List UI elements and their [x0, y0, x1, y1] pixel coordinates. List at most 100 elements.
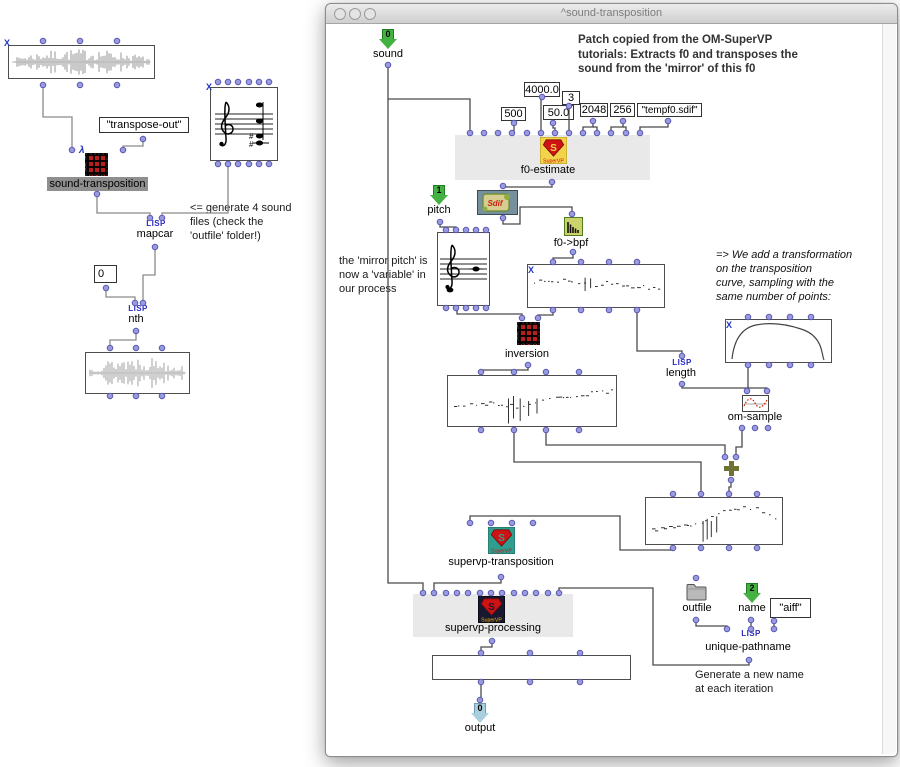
patch-cord[interactable]	[122, 141, 144, 148]
nth-box[interactable]: nth	[128, 313, 144, 325]
port-dot[interactable]	[245, 160, 253, 168]
unique-pathname-box[interactable]: unique-pathname	[705, 641, 791, 653]
bpf-curve	[454, 389, 613, 424]
result-curve-box[interactable]	[645, 497, 783, 545]
port-dot[interactable]	[224, 160, 232, 168]
name-input-arrow[interactable]: 2	[743, 583, 761, 603]
port-dot[interactable]	[255, 160, 263, 168]
value-box-2048[interactable]: 2048	[580, 103, 608, 117]
aiff-value-box[interactable]: "aiff"	[770, 598, 811, 618]
value-box-3[interactable]: 3	[562, 91, 580, 105]
svg-text:#: #	[249, 132, 254, 141]
plus-icon[interactable]	[724, 461, 739, 476]
supervp-icon[interactable]: S SuperVP	[488, 527, 515, 554]
port-dot[interactable]	[234, 78, 242, 86]
lisp-tag: LISP	[146, 219, 166, 228]
zoom-button[interactable]	[364, 8, 376, 20]
supervp-icon: S SuperVP	[540, 137, 567, 164]
port-dot[interactable]	[76, 37, 84, 45]
port-dot[interactable]	[265, 160, 273, 168]
pitch-input-label: pitch	[427, 204, 451, 216]
port-dot[interactable]	[151, 243, 159, 251]
value-box-50[interactable]: 50.0	[543, 105, 574, 120]
port-dot[interactable]	[234, 160, 242, 168]
f0-bpf-label: f0->bpf	[553, 237, 589, 249]
mirror-pitch-box[interactable]	[437, 232, 490, 306]
transformation-bpf-box[interactable]	[725, 319, 832, 363]
minimize-button[interactable]	[349, 8, 361, 20]
port-dot[interactable]	[76, 81, 84, 89]
port-dot[interactable]	[158, 344, 166, 352]
f0-bpf-curve-box[interactable]	[527, 264, 665, 308]
value-box-tempf0[interactable]: "tempf0.sdif"	[637, 103, 702, 117]
f0-bpf-icon[interactable]	[564, 217, 583, 236]
comment-generate-files: <= generate 4 sound files (check the 'ou…	[190, 202, 292, 242]
port-dot[interactable]	[68, 146, 76, 154]
port-dot[interactable]	[106, 344, 114, 352]
patch-cord[interactable]	[142, 249, 156, 301]
lisp-tag: LISP	[741, 629, 761, 638]
value-box-4000[interactable]: 4000.0	[524, 82, 560, 97]
port-dot[interactable]	[132, 327, 140, 335]
sound-box[interactable]	[8, 45, 155, 79]
sound-input-arrow[interactable]: 0	[379, 29, 397, 49]
port-dot[interactable]	[102, 284, 110, 292]
lock-x-icon[interactable]: X	[528, 265, 535, 275]
chord-box[interactable]: # #	[210, 87, 278, 161]
port-dot[interactable]	[39, 37, 47, 45]
length-box[interactable]: length	[666, 367, 696, 379]
transpose-out-value-box[interactable]: "transpose-out"	[99, 117, 189, 133]
patch-cord[interactable]	[105, 290, 136, 301]
value-box-500[interactable]: 500	[501, 107, 526, 121]
port-dot[interactable]	[245, 78, 253, 86]
port-dot[interactable]	[265, 78, 273, 86]
patch-cord[interactable]	[96, 196, 151, 216]
port-dot[interactable]	[139, 135, 147, 143]
output-arrow[interactable]: 0	[471, 703, 489, 723]
om-sample-label: om-sample	[727, 411, 783, 423]
inversion-patch-icon[interactable]	[517, 322, 540, 345]
port-dot[interactable]	[113, 37, 121, 45]
sound-box[interactable]	[85, 352, 190, 394]
f0-estimate-label: f0-estimate	[520, 164, 576, 176]
port-dot[interactable]	[39, 81, 47, 89]
lock-x-icon[interactable]: X	[726, 320, 733, 330]
svg-text:#: #	[249, 140, 254, 149]
patch-cord[interactable]	[109, 333, 137, 346]
vertical-scrollbar[interactable]	[882, 24, 896, 754]
port-dot[interactable]	[93, 190, 101, 198]
comment-transform: => We add a transformation on the transp…	[716, 249, 853, 303]
value-box-256[interactable]: 256	[610, 103, 635, 117]
svg-text:SuperVP: SuperVP	[481, 617, 502, 623]
zero-value-box[interactable]: 0	[94, 265, 117, 283]
om-sample-icon[interactable]	[742, 395, 769, 412]
window-titlebar[interactable]: ^sound-transposition	[326, 4, 897, 24]
sdif-file-icon[interactable]: Sdif	[477, 190, 518, 215]
outfile-label: outfile	[682, 602, 712, 614]
port-dot[interactable]	[224, 78, 232, 86]
arch-curve	[731, 323, 825, 361]
port-dot[interactable]	[255, 78, 263, 86]
lock-x-icon[interactable]: X	[4, 38, 11, 48]
output-sound-box[interactable]	[432, 655, 631, 680]
pitch-input-arrow[interactable]: 1	[430, 185, 448, 205]
window-title: ^sound-transposition	[560, 7, 663, 19]
port-dot[interactable]	[132, 344, 140, 352]
close-button[interactable]	[334, 8, 346, 20]
port-dot[interactable]	[214, 78, 222, 86]
lock-x-icon[interactable]: X	[206, 82, 213, 92]
port-dot[interactable]	[119, 146, 127, 154]
sound-transposition-label[interactable]: sound-transposition	[47, 177, 148, 191]
port-dot[interactable]	[113, 81, 121, 89]
inversion-label: inversion	[504, 348, 550, 360]
port-dot[interactable]	[214, 160, 222, 168]
mapcar-box[interactable]: mapcar	[136, 228, 174, 240]
waveform	[89, 358, 186, 388]
patch-cord[interactable]	[42, 87, 73, 148]
mirror-curve-box[interactable]	[447, 375, 617, 427]
comment-header: Patch copied from the OM-SuperVP tutoria…	[578, 34, 798, 76]
outfile-folder-icon[interactable]	[685, 582, 708, 602]
sound-transposition-patch-icon[interactable]	[85, 153, 108, 176]
svg-text:S: S	[498, 533, 505, 544]
